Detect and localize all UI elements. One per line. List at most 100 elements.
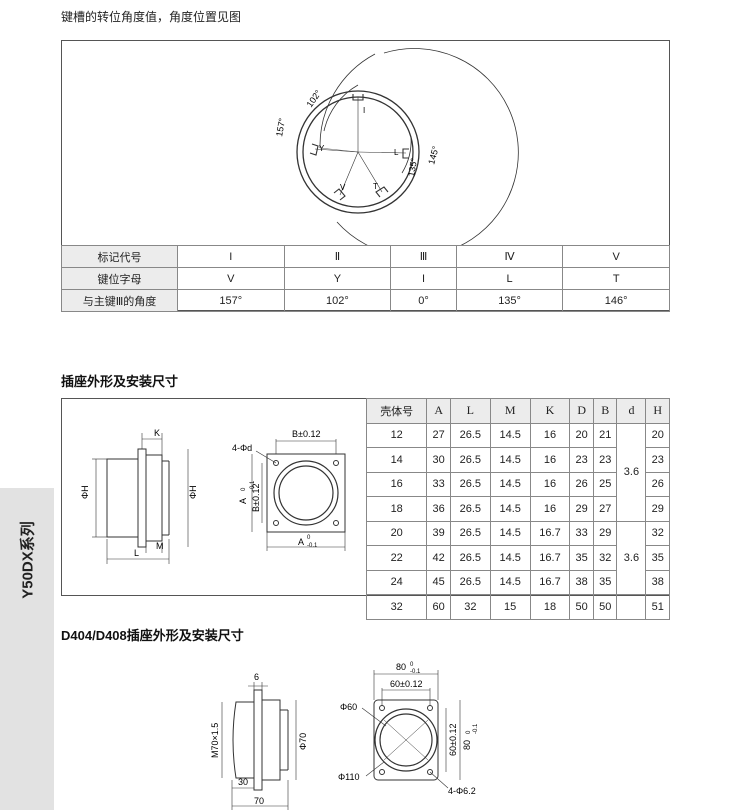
table-cell: 14.5 xyxy=(489,422,531,448)
table-row: 24 45 26.5 14.5 16.7 38 35 38 xyxy=(365,569,670,595)
table-cell: 102° xyxy=(283,289,392,312)
d404-label-holes: 4-Φ6.2 xyxy=(448,786,476,796)
table-cell: 26.5 xyxy=(449,569,491,595)
table-cell: 25 xyxy=(592,471,618,497)
d404-tol-lower-right: -0.1 xyxy=(473,723,479,734)
table-row: 键位字母 V Y I L T xyxy=(61,267,670,290)
d404-label-80-right: 80 xyxy=(462,740,472,750)
table-cell: 35 xyxy=(569,545,594,571)
d404-label-30: 30 xyxy=(238,777,248,787)
table-row: 与主键Ⅲ的角度 157° 102° 0° 135° 146° xyxy=(61,289,670,312)
table-cell: 23 xyxy=(592,447,618,473)
table-cell: 26.5 xyxy=(449,471,491,497)
d404-label-6: 6 xyxy=(254,672,259,682)
d404-label-phi60: Φ60 xyxy=(340,702,357,712)
row-label: 标记代号 xyxy=(61,245,178,268)
table-row: 32 60 32 15 18 50 50 51 xyxy=(365,594,670,620)
tol-lower-left: -0.1 xyxy=(250,480,256,491)
d404-label-70: 70 xyxy=(254,796,264,806)
table-cell: 35 xyxy=(592,569,618,595)
table-row: 12 27 26.5 14.5 16 20 21 3.6 20 xyxy=(365,422,670,522)
table-cell: 51 xyxy=(645,594,670,620)
table-cell: 14.5 xyxy=(489,520,531,546)
col-header: B xyxy=(592,398,618,424)
d404-label-80-top: 80 xyxy=(396,662,406,672)
key-letter-t: T xyxy=(373,182,378,191)
table-cell: 32 xyxy=(645,520,670,546)
table-cell: 24 xyxy=(365,569,428,595)
table-cell: 60 xyxy=(426,594,451,620)
table-cell: 42 xyxy=(426,545,451,571)
angle-label-135: 135° xyxy=(406,157,419,177)
table-cell: 12 xyxy=(365,422,428,448)
table-cell: 22 xyxy=(365,545,428,571)
table-cell: 38 xyxy=(645,569,670,595)
d404-tol-upper-right: 0 xyxy=(466,730,472,734)
table-cell: 23 xyxy=(569,447,594,473)
row-label: 键位字母 xyxy=(61,267,178,290)
table-cell: 26.5 xyxy=(449,496,491,522)
table-cell: 27 xyxy=(592,496,618,522)
table-cell: V xyxy=(177,267,285,290)
table-cell: 18 xyxy=(365,496,428,522)
table-cell: 29 xyxy=(569,496,594,522)
table-cell: Ⅱ xyxy=(283,245,392,268)
d404-label-phi70: Φ70 xyxy=(298,733,308,750)
table-header-row: 壳体号 A L M K D B d H xyxy=(365,398,670,424)
tol-lower-bottom: -0.1 xyxy=(307,543,318,549)
table-cell: 26.5 xyxy=(449,545,491,571)
d404-tol-upper-top: 0 xyxy=(410,662,414,668)
table-cell: 26 xyxy=(569,471,594,497)
table-cell: 14 xyxy=(365,447,428,473)
dim-label-a-left: A xyxy=(238,498,248,504)
table-cell: 14.5 xyxy=(489,471,531,497)
table-cell: 35 xyxy=(645,545,670,571)
col-header: K xyxy=(529,398,571,424)
key-letter-v: V xyxy=(340,183,346,192)
d404-label-60-right: 60±0.12 xyxy=(448,724,458,756)
section2-title: 插座外形及安装尺寸 xyxy=(61,374,179,389)
table-cell: 16 xyxy=(529,422,571,448)
tol-upper-left: 0 xyxy=(241,487,247,491)
dim-label-m: M xyxy=(156,541,164,551)
dim-label-l: L xyxy=(134,548,139,558)
table-row: 14 30 26.5 14.5 16 23 23 23 xyxy=(365,447,670,473)
col-header: H xyxy=(645,398,670,424)
table-cell: 20 xyxy=(569,422,594,448)
key-letter-l: L xyxy=(394,148,399,157)
d404-tol-lower-top: -0.1 xyxy=(410,669,421,675)
table-row: 18 36 26.5 14.5 16 29 27 29 xyxy=(365,496,670,522)
dim-label-phi-h-right: ΦH xyxy=(188,485,198,499)
table-cell: 50 xyxy=(592,594,618,620)
table-cell: T xyxy=(562,267,670,290)
keyway-angle-diagram: 157° 102° 135° 145° I Y V L T xyxy=(274,48,519,246)
d404-label-phi110: Φ110 xyxy=(338,772,360,782)
table-cell: 15 xyxy=(489,594,531,620)
table-cell: 33 xyxy=(569,520,594,546)
receptacle-drawing: K ΦH ΦH M L 4-Φd B±0.12 A 0 -0.1 B±0.12 … xyxy=(80,428,346,564)
table-cell: Y xyxy=(283,267,392,290)
dim-label-hole: 4-Φd xyxy=(232,443,252,453)
table-cell: 20 xyxy=(645,422,670,448)
table-cell: Ⅳ xyxy=(455,245,564,268)
table-cell: 20 xyxy=(365,520,428,546)
angle-label-157: 157° xyxy=(274,117,287,137)
dim-label-a-bottom: A xyxy=(298,537,304,547)
table-cell: 26.5 xyxy=(449,422,491,448)
angle-label-102: 102° xyxy=(304,88,323,109)
col-header: D xyxy=(569,398,594,424)
table-cell: 16.7 xyxy=(529,569,571,595)
table-cell: 29 xyxy=(592,520,618,546)
table-cell: 14.5 xyxy=(489,545,531,571)
table-cell-d-group: 3.6 xyxy=(616,422,647,522)
table-cell: 18 xyxy=(529,594,571,620)
d404-label-thread: M70×1.5 xyxy=(210,723,220,758)
section1-heading: 键槽的转位角度值，角度位置见图 xyxy=(61,10,242,24)
table-cell: 26.5 xyxy=(449,447,491,473)
col-header: 壳体号 xyxy=(365,398,428,424)
table-cell: 16 xyxy=(529,496,571,522)
table-cell: 26.5 xyxy=(449,520,491,546)
dim-label-b-top: B±0.12 xyxy=(292,429,320,439)
table-cell: 32 xyxy=(449,594,491,620)
table-cell: 23 xyxy=(645,447,670,473)
